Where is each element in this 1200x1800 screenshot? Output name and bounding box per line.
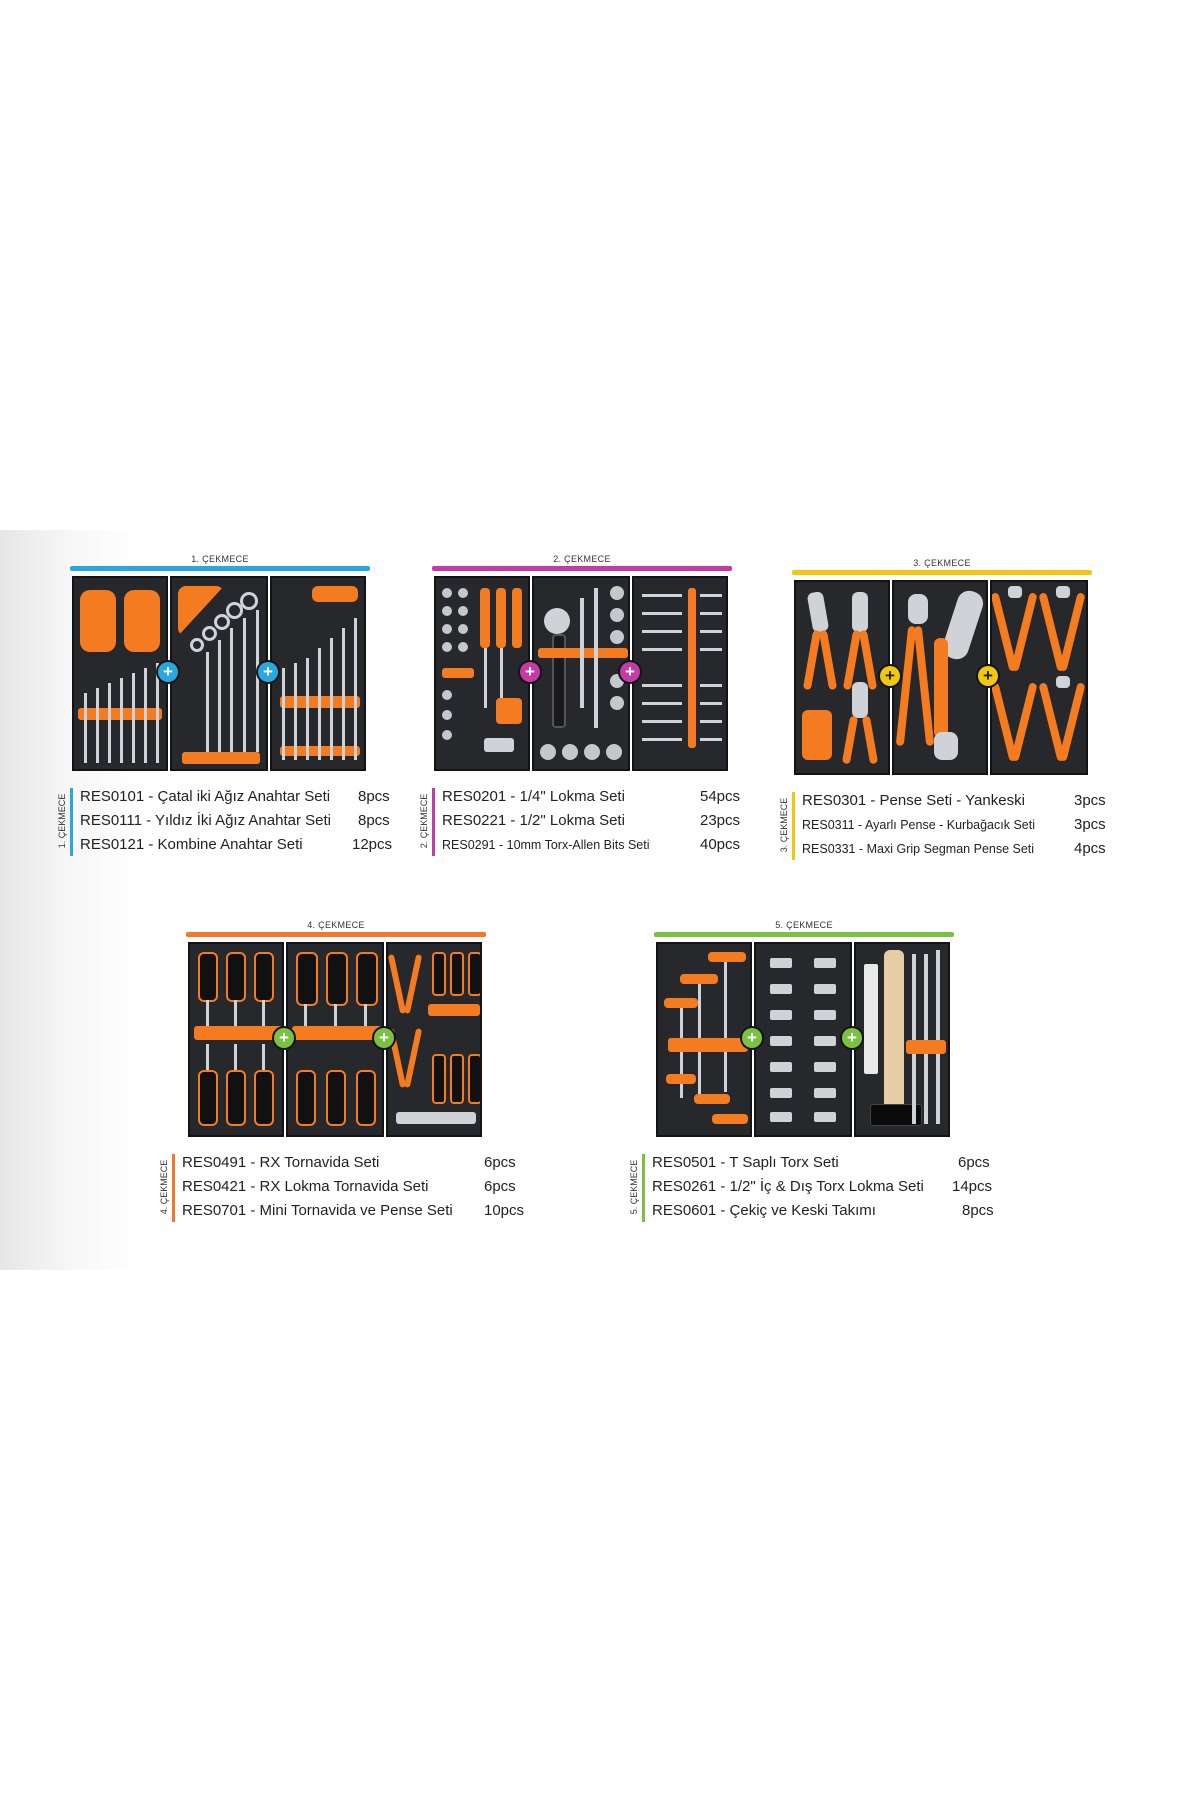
item-count: 54pcs bbox=[700, 788, 741, 805]
plus-icon: + bbox=[374, 1028, 394, 1048]
drawer-side-bar bbox=[792, 792, 795, 860]
tray-panel bbox=[188, 942, 284, 1137]
plus-icon: + bbox=[842, 1028, 862, 1048]
drawer-side-label: 2. ÇEKMECE bbox=[419, 793, 429, 849]
tray-panel bbox=[632, 576, 728, 771]
item-name: RES0101 - Çatal iki Ağız Anahtar Seti bbox=[80, 788, 331, 805]
item-count: 6pcs bbox=[484, 1154, 516, 1171]
item-name: RES0121 - Kombine Anahtar Seti bbox=[80, 836, 303, 853]
plus-icon: + bbox=[620, 662, 640, 682]
drawer-4: 4. ÇEKMECE bbox=[159, 920, 524, 1232]
drawer-accent-line bbox=[654, 932, 954, 937]
item-count: 8pcs bbox=[358, 788, 390, 805]
tray-panel bbox=[434, 576, 530, 771]
item-count: 12pcs bbox=[352, 836, 393, 853]
item-count: 3pcs bbox=[1074, 816, 1106, 833]
drawer-side-label: 1. ÇEKMECE bbox=[57, 793, 67, 849]
item-count: 40pcs bbox=[700, 836, 741, 853]
drawer-side-bar bbox=[432, 788, 435, 856]
drawer-tray-photo: + + bbox=[654, 942, 954, 1137]
drawer-title: 2. ÇEKMECE bbox=[553, 554, 611, 564]
tray-panel bbox=[270, 576, 366, 771]
item-count: 6pcs bbox=[958, 1154, 990, 1171]
item-name: RES0501 - T Saplı Torx Seti bbox=[652, 1154, 839, 1171]
drawer-5: 5. ÇEKMECE bbox=[629, 920, 994, 1232]
item-name: RES0601 - Çekiç ve Keski Takımı bbox=[652, 1202, 876, 1219]
drawer-side-label: 5. ÇEKMECE bbox=[629, 1159, 639, 1215]
item-count: 6pcs bbox=[484, 1178, 516, 1195]
item-name: RES0421 - RX Lokma Tornavida Seti bbox=[182, 1178, 429, 1195]
drawer-side-bar bbox=[70, 788, 73, 856]
drawer-tray-photo: + + bbox=[792, 580, 1092, 775]
tray-panel bbox=[892, 580, 988, 775]
drawer-3: 3. ÇEKMECE bbox=[779, 558, 1106, 870]
item-name: RES0311 - Ayarlı Pense - Kurbağacık Seti bbox=[802, 818, 1035, 832]
item-name: RES0261 - 1/2" İç & Dış Torx Lokma Seti bbox=[652, 1178, 924, 1195]
drawer-accent-line bbox=[186, 932, 486, 937]
plus-icon: + bbox=[158, 662, 178, 682]
drawer-title: 5. ÇEKMECE bbox=[775, 920, 833, 930]
plus-icon: + bbox=[258, 662, 278, 682]
tray-panel bbox=[72, 576, 168, 771]
drawer-2: 2. ÇEKMECE bbox=[419, 554, 740, 866]
drawer-side-bar bbox=[172, 1154, 175, 1222]
item-name: RES0491 - RX Tornavida Seti bbox=[182, 1154, 380, 1171]
drawer-accent-line bbox=[432, 566, 732, 571]
item-name: RES0291 - 10mm Torx-Allen Bits Seti bbox=[442, 838, 650, 852]
item-count: 3pcs bbox=[1074, 792, 1106, 809]
item-name: RES0221 - 1/2" Lokma Seti bbox=[442, 812, 625, 829]
tray-panel bbox=[656, 942, 752, 1137]
item-name: RES0201 - 1/4" Lokma Seti bbox=[442, 788, 625, 805]
item-count: 10pcs bbox=[484, 1202, 525, 1219]
item-name: RES0111 - Yıldız İki Ağız Anahtar Seti bbox=[80, 812, 331, 829]
drawer-side-label: 3. ÇEKMECE bbox=[779, 797, 789, 853]
plus-icon: + bbox=[880, 666, 900, 686]
plus-icon: + bbox=[742, 1028, 762, 1048]
item-count: 4pcs bbox=[1074, 840, 1106, 857]
drawer-1: 1. ÇEKMECE bbox=[57, 554, 392, 866]
item-name: RES0331 - Maxi Grip Segman Pense Seti bbox=[802, 842, 1035, 856]
plus-icon: + bbox=[978, 666, 998, 686]
drawer-side-label: 4. ÇEKMECE bbox=[159, 1159, 169, 1215]
drawer-tray-photo: + + bbox=[186, 942, 486, 1137]
drawer-title: 3. ÇEKMECE bbox=[913, 558, 971, 568]
tray-panel bbox=[990, 580, 1088, 775]
tray-panel bbox=[386, 942, 482, 1137]
item-count: 8pcs bbox=[358, 812, 390, 829]
tray-panel bbox=[794, 580, 890, 775]
drawer-side-bar bbox=[642, 1154, 645, 1222]
tray-panel bbox=[754, 942, 852, 1137]
item-name: RES0301 - Pense Seti - Yankeski bbox=[802, 792, 1025, 809]
tray-panel bbox=[854, 942, 950, 1137]
item-count: 23pcs bbox=[700, 812, 741, 829]
drawer-accent-line bbox=[70, 566, 370, 571]
plus-icon: + bbox=[520, 662, 540, 682]
drawer-tray-photo: + + bbox=[70, 576, 370, 771]
drawer-title: 4. ÇEKMECE bbox=[307, 920, 365, 930]
tray-panel bbox=[532, 576, 630, 771]
plus-icon: + bbox=[274, 1028, 294, 1048]
drawer-tray-photo: + + bbox=[432, 576, 732, 771]
tray-panel bbox=[170, 576, 268, 771]
drawer-accent-line bbox=[792, 570, 1092, 575]
drawer-title: 1. ÇEKMECE bbox=[191, 554, 249, 564]
tray-panel bbox=[286, 942, 384, 1137]
item-count: 8pcs bbox=[962, 1202, 994, 1219]
item-count: 14pcs bbox=[952, 1178, 993, 1195]
item-name: RES0701 - Mini Tornavida ve Pense Seti bbox=[182, 1202, 453, 1219]
